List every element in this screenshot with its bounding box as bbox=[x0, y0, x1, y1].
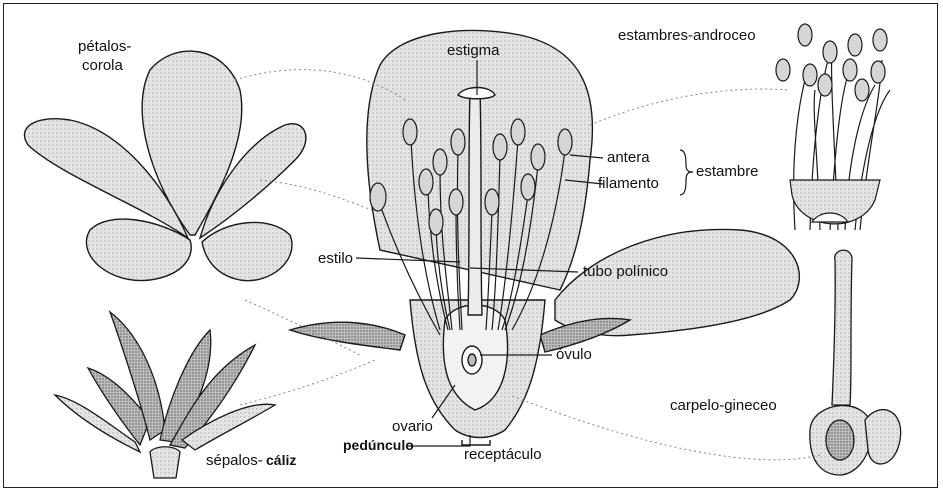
label-estilo: estilo bbox=[318, 251, 353, 266]
label-receptaculo: receptáculo bbox=[464, 447, 542, 462]
label-sepalos: sépalos- bbox=[206, 453, 263, 468]
label-estambre: estambre bbox=[696, 164, 759, 179]
label-ovario: ovario bbox=[392, 419, 433, 434]
label-androceo: estambres-androceo bbox=[618, 28, 756, 43]
label-tubo-polinico: tubo polínico bbox=[583, 264, 668, 279]
flower-section-drawing bbox=[290, 30, 799, 445]
label-pedunculo: pedúnculo bbox=[343, 438, 414, 452]
label-carpelo: carpelo-gineceo bbox=[670, 398, 777, 413]
label-estigma: estigma bbox=[447, 43, 500, 58]
gynoecium-drawing bbox=[810, 250, 901, 475]
label-antera: antera bbox=[607, 150, 650, 165]
label-filamento: filamento bbox=[598, 176, 659, 191]
label-corola: corola bbox=[82, 58, 123, 73]
style bbox=[468, 90, 482, 315]
label-ovulo: óvulo bbox=[556, 347, 592, 362]
androecium-drawing bbox=[776, 24, 890, 230]
label-petalos: pétalos- bbox=[78, 39, 131, 54]
left-sepal bbox=[290, 322, 405, 350]
label-caliz: cáliz bbox=[266, 453, 296, 467]
corolla-drawing bbox=[24, 51, 305, 281]
petal-bottom-right bbox=[202, 222, 292, 280]
